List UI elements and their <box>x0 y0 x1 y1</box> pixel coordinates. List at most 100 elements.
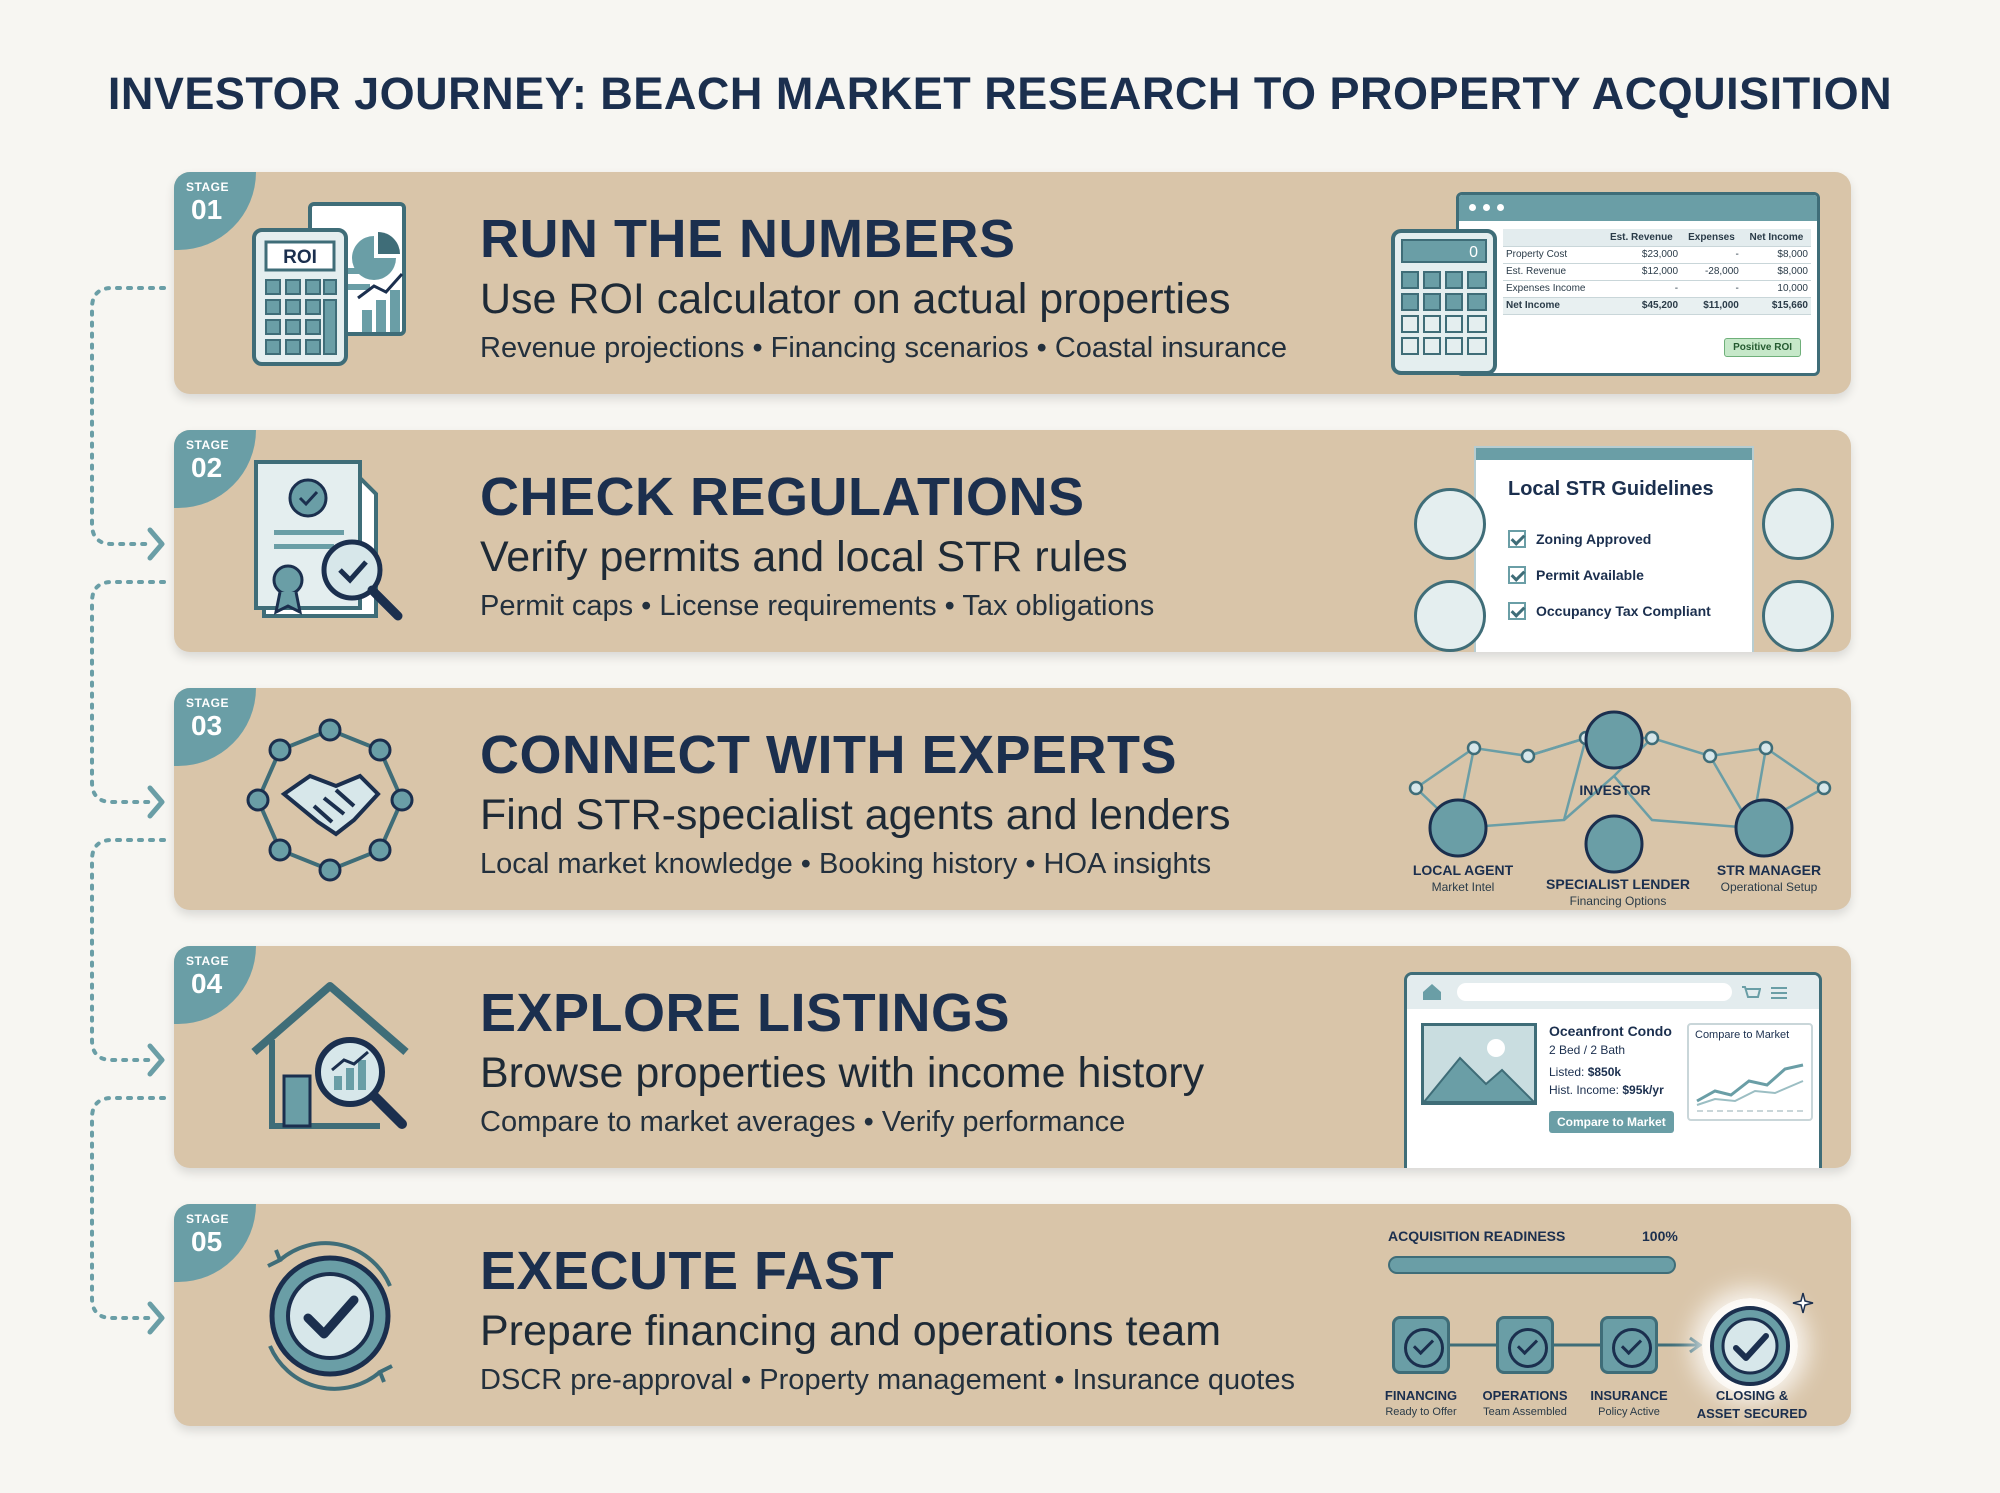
trend-line-icon <box>1696 1063 1804 1112</box>
step-sub: Team Assembled <box>1483 1406 1567 1418</box>
stage-subheading: Prepare financing and operations team <box>480 1307 1222 1355</box>
acquisition-readiness-illustration: ACQUISITION READINESS 100% FINANCING Rea… <box>1385 1228 1828 1424</box>
checklist-item: Zoning Approved <box>1508 530 1651 548</box>
stage-number: 01 <box>191 194 223 225</box>
compare-card-title: Compare to Market <box>1695 1029 1790 1041</box>
permit-document-icon <box>254 460 403 621</box>
stage-number: 05 <box>191 1226 223 1257</box>
network-center-label: INVESTOR <box>1579 782 1651 798</box>
positive-roi-badge: Positive ROI <box>1724 338 1801 357</box>
readiness-progress-bar <box>1388 1256 1676 1274</box>
table-cell: $8,000 <box>1741 246 1811 264</box>
stage-details: Local market knowledge • Booking history… <box>480 848 1212 880</box>
handshake-network-icon <box>246 718 414 882</box>
checklist-item: Occupancy Tax Compliant <box>1508 602 1711 620</box>
calc-icon-text: ROI <box>283 247 317 268</box>
stage-details: DSCR pre-approval • Property management … <box>480 1364 1295 1396</box>
step-connector-line <box>1450 1336 1703 1354</box>
stage-number: 04 <box>191 968 223 999</box>
browser-window: Oceanfront Condo 2 Bed / 2 Bath Listed: … <box>1404 972 1822 1168</box>
badge-shield-icon <box>1762 488 1834 560</box>
calculator-icon: 0 <box>1391 229 1497 375</box>
document-check-icon <box>1762 580 1834 652</box>
roi-spreadsheet-illustration: Est. Revenue Expenses Net Income Propert… <box>1390 192 1830 382</box>
listing-price: Listed: $850k <box>1549 1065 1622 1079</box>
house-calendar-icon <box>1414 488 1486 560</box>
stage-details: Revenue projections • Financing scenario… <box>480 332 1287 364</box>
stage-heading: EXPLORE LISTINGS <box>480 983 1011 1043</box>
stage-label: STAGE <box>186 696 229 710</box>
table-cell: $23,000 <box>1601 246 1682 264</box>
step-label: OPERATIONS <box>1482 1388 1568 1403</box>
table-cell: Net Income <box>1503 297 1602 315</box>
roi-calculator-icon: ROI <box>252 202 406 366</box>
expert-network-illustration: INVESTOR LOCAL AGENT Market Intel SPECIA… <box>1404 698 1834 908</box>
listing-income: Hist. Income: $95k/yr <box>1549 1083 1664 1097</box>
insurance-step-icon <box>1600 1316 1658 1374</box>
table-cell: $8,000 <box>1741 263 1811 281</box>
table-cell: $12,000 <box>1601 263 1682 281</box>
listing-beds: 2 Bed / 2 Bath <box>1549 1043 1626 1057</box>
cart-icon <box>1742 986 1761 998</box>
table-cell: $45,200 <box>1601 297 1682 315</box>
stage-details: Compare to market averages • Verify perf… <box>480 1106 1126 1138</box>
page-title: INVESTOR JOURNEY: BEACH MARKET RESEARCH … <box>107 68 1893 119</box>
stage-label: STAGE <box>186 438 229 452</box>
stage-heading: CHECK REGULATIONS <box>480 467 1085 527</box>
house-search-icon <box>251 982 409 1129</box>
cycle-check-icon <box>267 1241 393 1391</box>
stage-label: STAGE <box>186 954 229 968</box>
window-titlebar <box>1459 195 1817 221</box>
search-bar <box>1457 983 1732 1001</box>
table-header: Expenses <box>1681 229 1742 247</box>
checkbox-icon <box>1508 602 1526 620</box>
operations-step-icon <box>1496 1316 1554 1374</box>
table-cell: $11,000 <box>1681 297 1742 315</box>
stage-heading: RUN THE NUMBERS <box>480 209 1016 269</box>
table-header: Net Income <box>1741 229 1811 247</box>
stage-heading: CONNECT WITH EXPERTS <box>480 725 1178 785</box>
compare-to-market-button[interactable]: Compare to Market <box>1549 1111 1674 1133</box>
stage-subheading: Verify permits and local STR rules <box>480 533 1128 581</box>
closing-label: ASSET SECURED <box>1696 1406 1808 1421</box>
table-cell: Property Cost <box>1503 246 1602 264</box>
checklist-label: Zoning Approved <box>1536 531 1652 547</box>
stage-number: 03 <box>191 710 223 741</box>
stage-heading: EXECUTE FAST <box>480 1241 895 1301</box>
table-cell: 10,000 <box>1741 280 1811 298</box>
checklist-label: Permit Available <box>1536 567 1644 583</box>
stage-label: STAGE <box>186 1212 229 1226</box>
guidelines-card: Local STR Guidelines Zoning Approved Per… <box>1476 448 1752 652</box>
checkbox-icon <box>1508 566 1526 584</box>
browser-toolbar <box>1407 975 1819 1009</box>
compare-chart-card: Compare to Market <box>1687 1023 1813 1121</box>
stage-card-03: STAGE 03 CONNECT WITH EXPERTS Find STR-s… <box>174 688 1851 910</box>
network-node-label: STR MANAGER <box>1716 862 1822 878</box>
calendar-icon <box>1414 580 1486 652</box>
checklist-item: Permit Available <box>1508 566 1644 584</box>
listing-title: Oceanfront Condo <box>1549 1023 1672 1039</box>
stage-number: 02 <box>191 452 223 483</box>
table-cell: - <box>1681 280 1742 298</box>
network-node-label: LOCAL AGENT <box>1412 862 1514 878</box>
listing-browser-illustration: Oceanfront Condo 2 Bed / 2 Bath Listed: … <box>1404 972 1830 1168</box>
table-cell: Est. Revenue <box>1503 263 1602 281</box>
stage-connector-arrows <box>90 286 166 1335</box>
step-sub: Ready to Offer <box>1385 1406 1457 1418</box>
guidelines-title: Local STR Guidelines <box>1508 478 1714 500</box>
stage-card-02: STAGE 02 CHECK REGULATIONS Verify permit… <box>174 430 1851 652</box>
checkbox-icon <box>1508 530 1526 548</box>
sparkle-icon <box>1792 1292 1814 1314</box>
stage-label: STAGE <box>186 180 229 194</box>
home-icon <box>1423 984 1441 1000</box>
mountain-image-icon <box>1424 1039 1534 1102</box>
readiness-label: ACQUISITION READINESS <box>1388 1228 1566 1244</box>
stage-details: Permit caps • License requirements • Tax… <box>480 590 1155 622</box>
financing-step-icon <box>1392 1316 1450 1374</box>
step-sub: Policy Active <box>1598 1406 1660 1418</box>
stage-subheading: Browse properties with income history <box>480 1049 1205 1097</box>
table-row: Expenses Income - - 10,000 <box>1503 280 1811 298</box>
network-node-label: SPECIALIST LENDER <box>1546 876 1690 892</box>
spreadsheet-window: Est. Revenue Expenses Net Income Propert… <box>1456 192 1820 376</box>
stage-badge: STAGE 01 <box>174 172 256 250</box>
